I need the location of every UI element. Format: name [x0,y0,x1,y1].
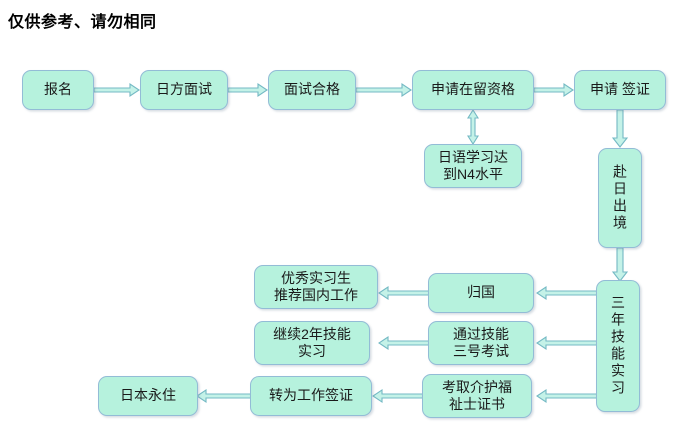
arrow-n1-n2 [93,82,140,98]
node-zhuanweigongzuoqianzheng[interactable]: 转为工作签证 [250,376,372,416]
node-label: 报名 [44,81,72,98]
arrow-n4-n5 [533,82,574,98]
node-kaoqujiehu[interactable]: 考取介护福 祉士证书 [422,374,532,418]
node-baoming[interactable]: 报名 [22,70,94,110]
node-label: 申请 签证 [590,81,650,98]
arrow-n13-n14 [372,388,425,404]
node-label: 通过技能 三号考试 [453,325,509,359]
node-sannianjinengshixi[interactable]: 三年技能实习 [596,280,640,412]
node-label: 归国 [467,284,495,301]
node-label: 三年技能实习 [610,295,626,397]
arrow-n9-n10 [378,285,431,301]
arrow-n4-n6-double [465,108,481,146]
arrow-n2-n3 [227,82,268,98]
node-tongguojineng[interactable]: 通过技能 三号考试 [428,321,534,365]
node-label: 日语学习达 到N4水平 [438,148,508,182]
node-mianshihege[interactable]: 面试合格 [268,70,356,110]
arrow-n5-n7 [611,109,629,148]
arrow-n8-n13 [536,388,599,404]
node-furichujing[interactable]: 赴日出境 [598,148,642,248]
arrow-n11-n12 [378,335,431,351]
node-guiguo[interactable]: 归国 [428,273,534,313]
node-shenqingzailiuzige[interactable]: 申请在留资格 [412,70,534,110]
node-label: 考取介护福 祉士证书 [442,378,512,412]
node-label: 日本永住 [120,387,176,404]
node-jixu2nian[interactable]: 继续2年技能 实习 [254,321,370,365]
arrow-n8-n9 [536,285,599,301]
node-label: 面试合格 [284,81,340,98]
arrow-n8-n11 [536,335,599,351]
node-rifangmianshi[interactable]: 日方面试 [140,70,228,110]
node-label: 日方面试 [156,81,212,98]
node-shenqingqianzheng[interactable]: 申请 签证 [574,70,666,110]
page-title: 仅供参考、请勿相同 [8,14,157,31]
arrow-n7-n8 [611,247,629,282]
node-label: 优秀实习生 推荐国内工作 [274,269,358,303]
node-riyuxuexi-n4[interactable]: 日语学习达 到N4水平 [424,144,522,188]
node-label: 继续2年技能 实习 [273,325,351,359]
node-youxiushixisheng[interactable]: 优秀实习生 推荐国内工作 [254,265,378,309]
node-label: 赴日出境 [612,164,628,232]
node-label: 转为工作签证 [269,387,353,404]
node-label: 申请在留资格 [431,81,515,98]
node-ribenyongzhu[interactable]: 日本永住 [98,376,198,416]
arrow-n3-n4 [355,82,412,98]
arrow-n14-n15 [196,388,253,404]
